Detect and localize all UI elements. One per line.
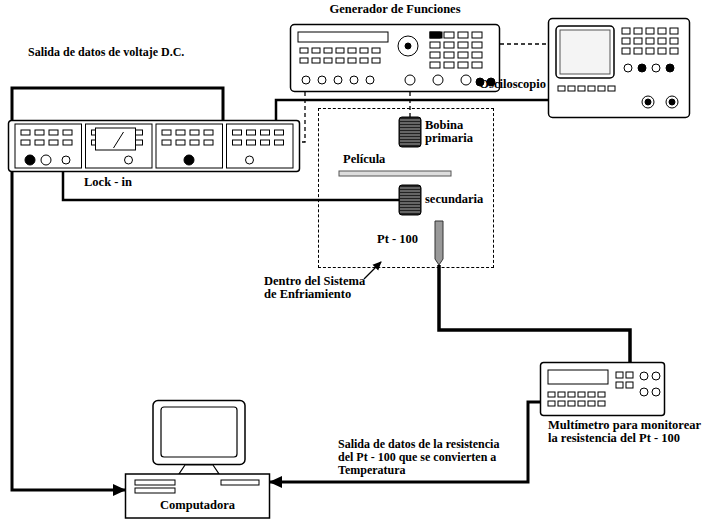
- instrument-label: Osciloscopio: [466, 78, 546, 91]
- instrument-label: Dentro del Sistema de Enfriamiento: [264, 275, 376, 301]
- oscilloscope: Osciloscopio: [548, 18, 690, 118]
- multimeter: Multímetro para monitorear la resistenci…: [540, 362, 665, 416]
- signal-cable: [439, 265, 630, 362]
- film-sample: Película: [339, 153, 451, 179]
- instrument-label: Generador de Funciones: [290, 3, 500, 16]
- computer: Computadora: [125, 400, 270, 520]
- multimeter-drawing: [540, 362, 665, 416]
- lock-in-amplifier: Lock - in: [8, 120, 300, 172]
- data-output-label: Salida de datos de la resistencia del Pt…: [338, 438, 516, 477]
- instrument-label: Pt - 100: [377, 233, 433, 246]
- oscilloscope-drawing: [548, 18, 690, 118]
- instrument-label: Lock - in: [84, 176, 174, 189]
- signal-cable: [270, 402, 540, 482]
- instrument-label: Bobina primaria: [425, 119, 491, 145]
- instrument-label: secundaria: [425, 193, 495, 206]
- signal-wire-dashed: [500, 43, 548, 44]
- cooling-system-boundary: Dentro del Sistema de EnfriamientoBobina…: [318, 108, 494, 268]
- instrument-label: Película: [343, 153, 433, 166]
- function-generator: Generador de Funciones: [290, 24, 500, 92]
- signal-wire-dashed: [409, 92, 410, 117]
- secondary-coil: secundaria: [399, 185, 499, 215]
- function-generator-drawing: [290, 24, 500, 92]
- lock-in-amplifier-drawing: [8, 120, 300, 172]
- instrument-label: Computadora: [125, 499, 270, 512]
- primary-coil: Bobina primaria: [399, 117, 499, 147]
- instrument-label: Multímetro para monitorear la resistenci…: [548, 419, 710, 445]
- data-output-label: Salida de datos de voltaje D.C.: [28, 46, 188, 59]
- leader-arrow: [364, 262, 381, 279]
- pt100-sensor: Pt - 100: [377, 221, 447, 265]
